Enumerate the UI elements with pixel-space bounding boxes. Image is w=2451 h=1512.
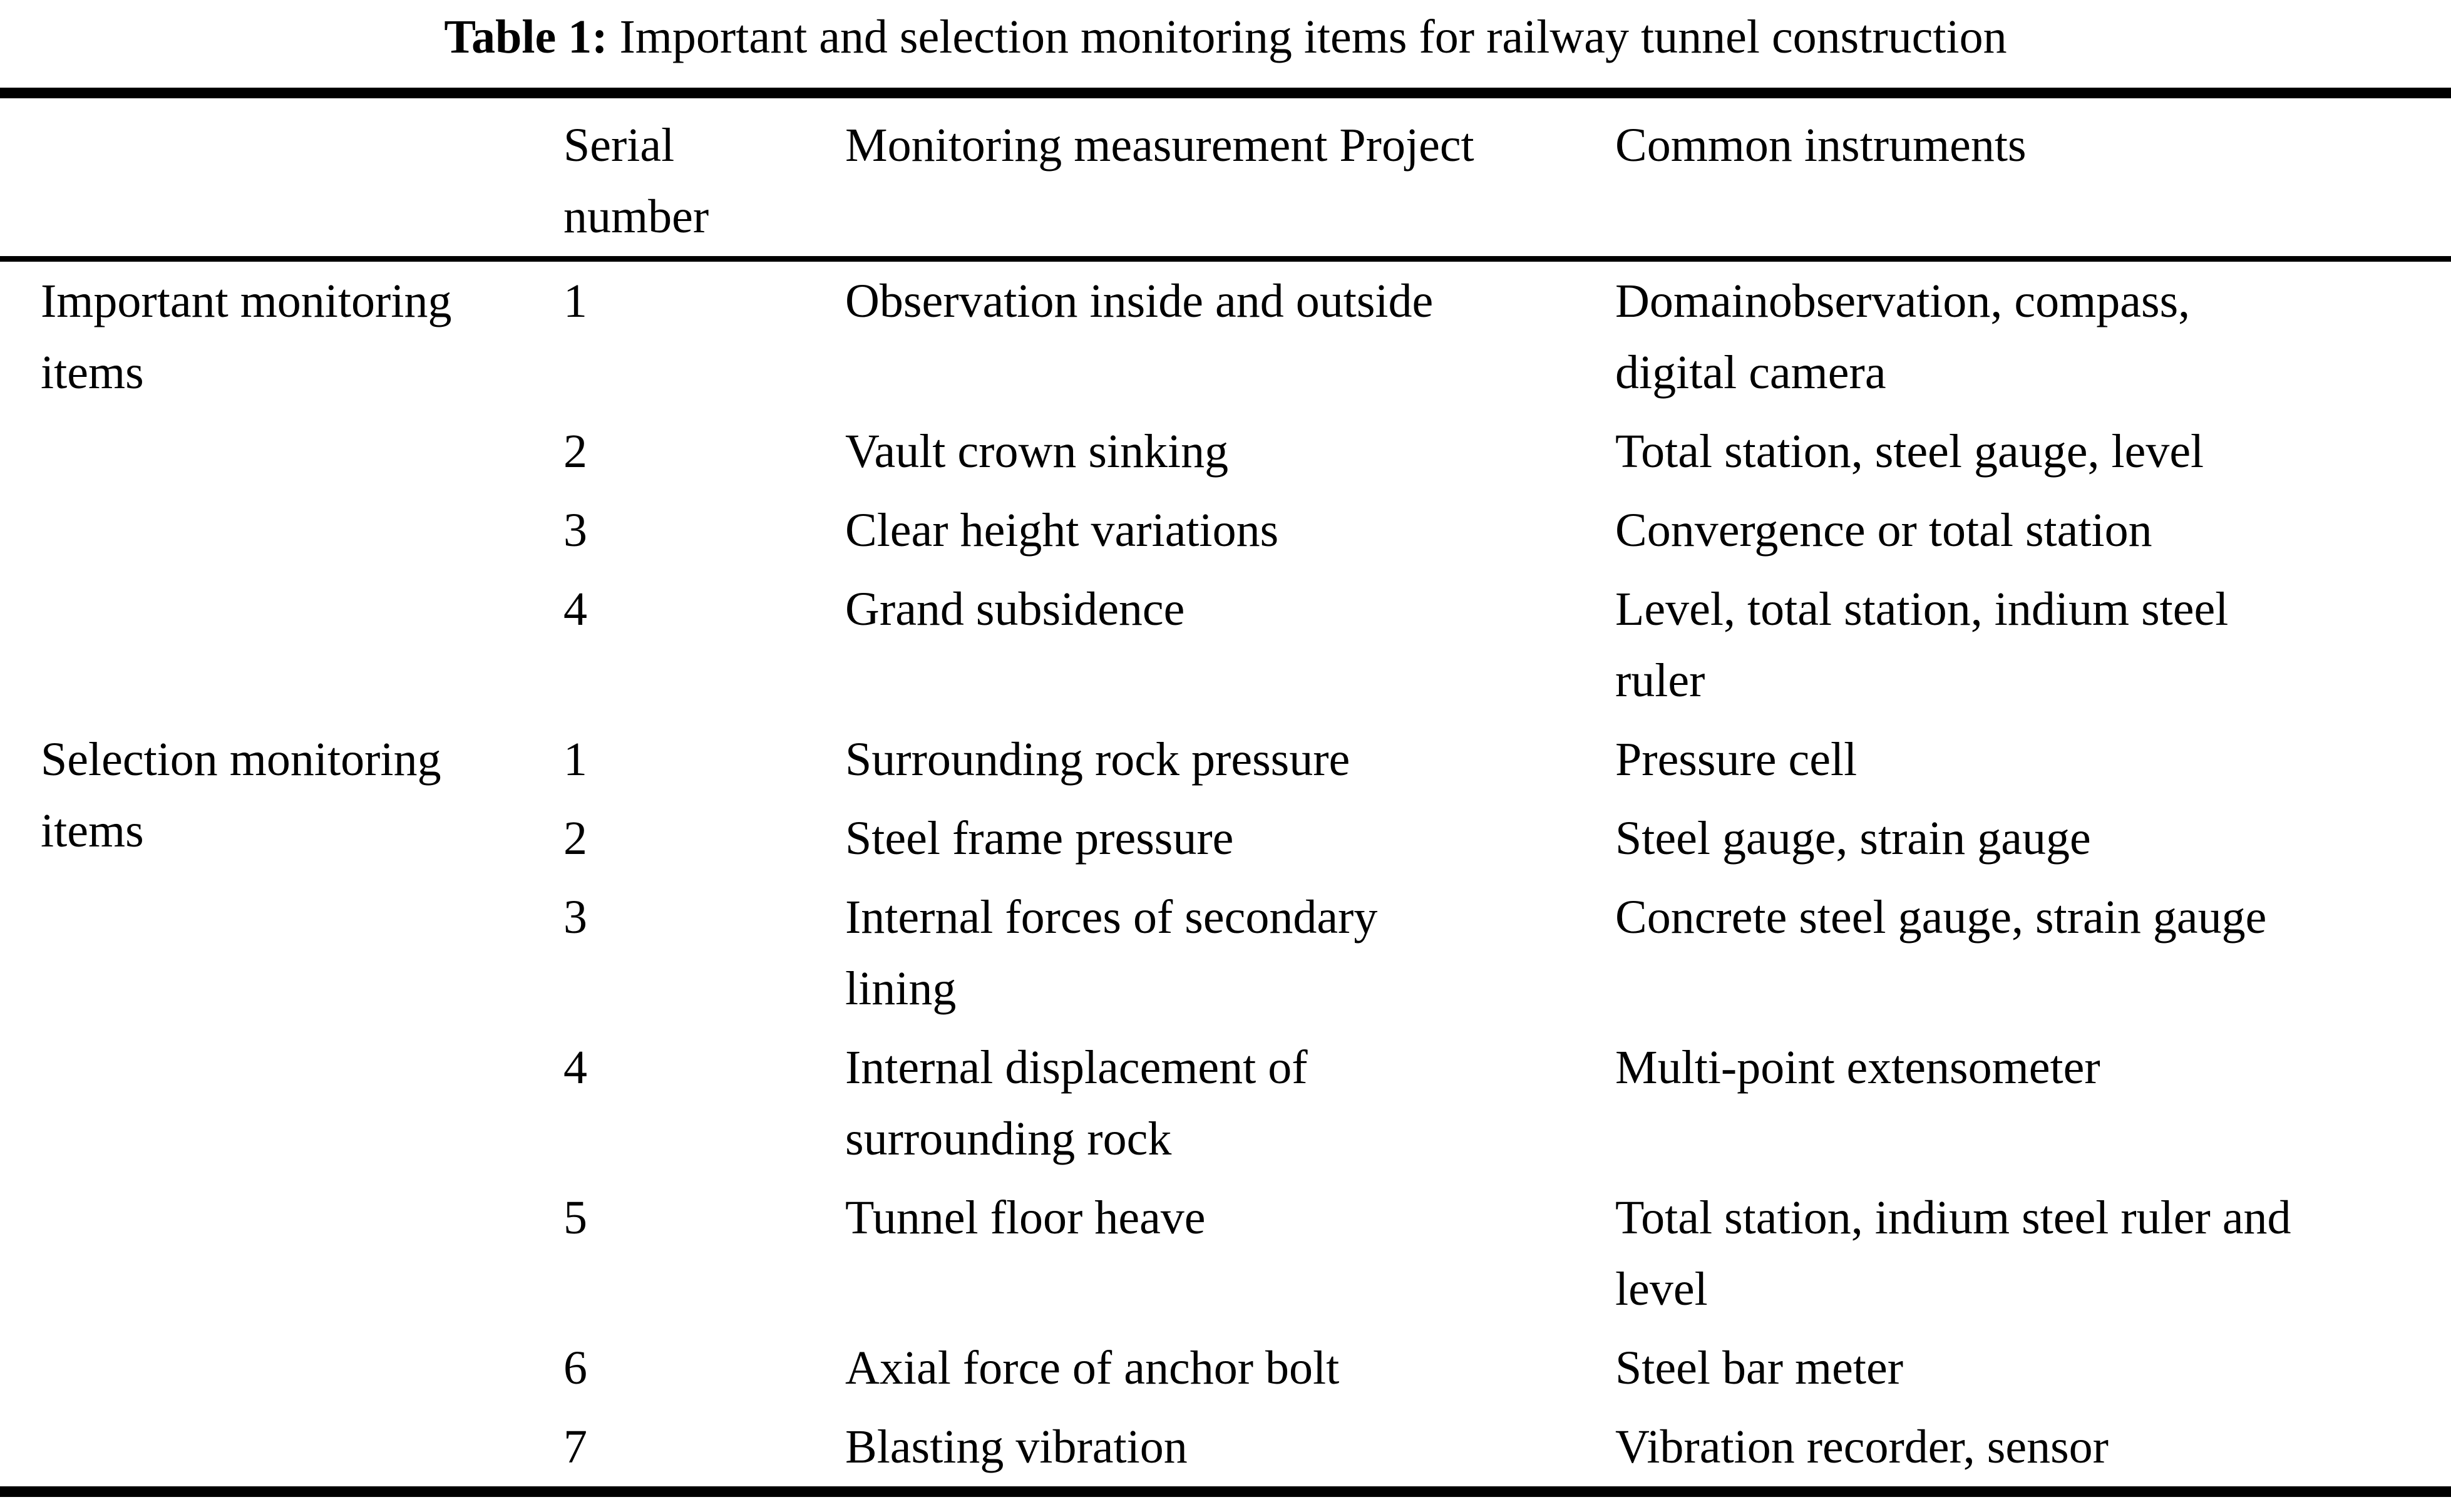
table-row: 4 Internal displacement of surrounding r… [0,1028,2451,1178]
header-row: Serial number Monitoring measurement Pro… [0,93,2451,262]
project-cell: Tunnel floor heave [845,1191,1206,1244]
serial-cell: 7 [563,1421,587,1473]
serial-cell: 5 [563,1191,587,1244]
project-cell: Vault crown sinking [845,425,1229,478]
table-caption-text: Important and selection monitoring items… [619,11,2007,63]
table-row: Selection monitoring items 1 Surrounding… [0,720,2451,857]
project-cell: Blasting vibration [845,1421,1188,1473]
project-cell: Internal forces of secondary lining [845,891,1378,1015]
project-cell: Surrounding rock pressure [845,733,1350,786]
table-row: 3 Clear height variations Convergence or… [0,491,2451,570]
project-cell: Grand subsidence [845,583,1185,635]
project-cell: Clear height variations [845,504,1279,557]
column-header-group [0,93,563,262]
project-cell: Axial force of anchor bolt [845,1342,1340,1394]
table-caption: Table 1: Important and selection monitor… [0,1,2451,73]
project-cell: Internal displacement of surrounding roc… [845,1041,1308,1165]
serial-cell: 6 [563,1342,587,1394]
table-row: 3 Internal forces of secondary lining Co… [0,878,2451,1028]
table-row: 4 Grand subsidence Level, total station,… [0,570,2451,720]
instruments-cell: Total station, indium steel ruler and le… [1615,1191,2291,1315]
serial-cell: 3 [563,504,587,557]
column-header-project: Monitoring measurement Project [845,93,1615,262]
table-row: 7 Blasting vibration Vibration recorder,… [0,1407,2451,1492]
table-row: 6 Axial force of anchor bolt Steel bar m… [0,1329,2451,1407]
serial-cell: 1 [563,733,587,786]
serial-cell: 2 [563,425,587,478]
table-caption-label: Table 1: [444,11,608,63]
group-label-important: Important monitoring items [41,275,452,399]
instruments-cell: Multi-point extensometer [1615,1041,2100,1094]
monitoring-items-table: Serial number Monitoring measurement Pro… [0,88,2451,1497]
serial-cell: 2 [563,812,587,865]
instruments-cell: Concrete steel gauge, strain gauge [1615,891,2267,944]
serial-cell: 4 [563,1041,587,1094]
serial-cell: 1 [563,275,587,327]
table-row: 2 Steel frame pressure Steel gauge, stra… [0,799,2451,878]
group-label-selection: Selection monitoring items [41,733,441,857]
instruments-cell: Level, total station, indium steel ruler [1615,583,2229,707]
instruments-cell: Vibration recorder, sensor [1615,1421,2109,1473]
instruments-cell: Steel bar meter [1615,1342,1904,1394]
instruments-cell: Domainobservation, compass, digital came… [1615,275,2191,399]
project-cell: Observation inside and outside [845,275,1434,327]
table-row: Important monitoring items 1 Observation… [0,259,2451,413]
instruments-cell: Steel gauge, strain gauge [1615,812,2091,865]
column-header-serial: Serial number [563,93,845,262]
table-row: 2 Vault crown sinking Total station, ste… [0,412,2451,491]
serial-cell: 3 [563,891,587,944]
instruments-cell: Total station, steel gauge, level [1615,425,2204,478]
instruments-cell: Pressure cell [1615,733,1858,786]
instruments-cell: Convergence or total station [1615,504,2152,557]
table-row: 5 Tunnel floor heave Total station, indi… [0,1178,2451,1329]
project-cell: Steel frame pressure [845,812,1234,865]
column-header-instruments: Common instruments [1615,93,2451,262]
serial-cell: 4 [563,583,587,635]
